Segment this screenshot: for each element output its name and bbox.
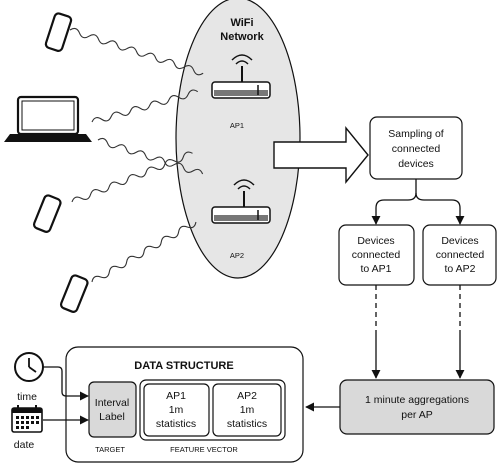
- ap1-label: AP1: [230, 121, 244, 130]
- date-label: date: [14, 439, 35, 451]
- interval-line2: Label: [99, 411, 125, 423]
- calendar-icon: [11, 405, 43, 433]
- arrow-to-devices-ap2: [415, 192, 465, 225]
- interval-label-box: [88, 381, 137, 438]
- aggregation-line1: 1 minute aggregations: [365, 394, 469, 406]
- smartphone-icon-3: [59, 274, 89, 313]
- smartphone-icon-1: [44, 12, 73, 52]
- ap1-stats-line1: AP1: [166, 390, 186, 402]
- ap2-stats-line2: 1m: [240, 404, 255, 416]
- devices-ap2-line1: Devices: [441, 235, 478, 247]
- arrow-to-devices-ap1: [371, 179, 417, 225]
- sampling-line1: Sampling of: [388, 128, 444, 140]
- router-ap1-icon: [211, 54, 271, 99]
- ap1-stats-line3: statistics: [156, 418, 196, 430]
- sampling-line2: connected: [392, 143, 441, 155]
- network-title-line1: WiFi: [230, 17, 253, 29]
- wireless-signal-2: [91, 89, 199, 123]
- sampling-line3: devices: [398, 158, 434, 170]
- ap2-stats-line3: statistics: [227, 418, 267, 430]
- wireless-signal-4: [71, 151, 193, 203]
- wireless-signal-5: [91, 221, 197, 283]
- data-structure-title: DATA STRUCTURE: [134, 360, 233, 372]
- arrow-time-to-interval: [43, 366, 89, 401]
- wireless-signal-3: [97, 137, 204, 175]
- target-label: TARGET: [95, 445, 125, 454]
- devices-ap1-line3: to AP1: [361, 263, 392, 275]
- ap2-label: AP2: [230, 251, 244, 260]
- laptop-icon: [4, 95, 92, 142]
- ap2-stats-line1: AP2: [237, 390, 257, 402]
- aggregation-line2: per AP: [401, 409, 433, 421]
- devices-ap2-line2: connected: [436, 249, 485, 261]
- flow-arrow-to-sampling: [273, 126, 369, 184]
- ap2-stats-box: [212, 383, 282, 437]
- clock-icon: [14, 352, 44, 382]
- ap1-stats-box: [143, 383, 210, 437]
- aggregation-box: [339, 379, 495, 435]
- devices-ap1-line2: connected: [352, 249, 401, 261]
- interval-line1: Interval: [95, 397, 129, 409]
- time-label: time: [17, 391, 37, 403]
- network-title-line2: Network: [220, 31, 264, 43]
- feature-vector-label: FEATURE VECTOR: [170, 445, 238, 454]
- ap1-stats-line2: 1m: [169, 404, 184, 416]
- smartphone-icon-2: [32, 194, 62, 233]
- wireless-signal-1: [69, 27, 204, 76]
- router-ap2-icon: [211, 179, 271, 224]
- devices-ap2-line3: to AP2: [445, 263, 476, 275]
- devices-ap1-line1: Devices: [357, 235, 394, 247]
